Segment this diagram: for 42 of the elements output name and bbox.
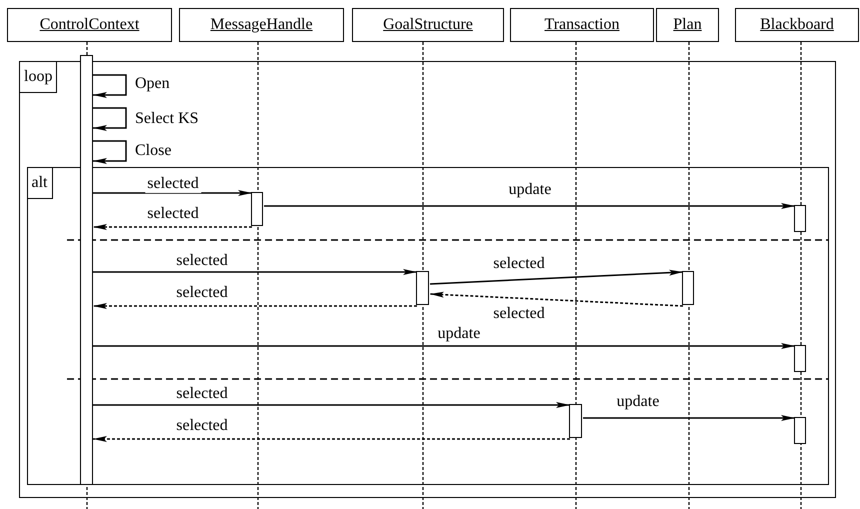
lifeline-head <box>7 8 172 42</box>
object-name: Plan <box>673 15 702 35</box>
fragment-frame <box>19 61 836 498</box>
message-label: update <box>436 325 482 343</box>
message-label: Open <box>133 75 172 93</box>
activation-bar <box>251 192 263 226</box>
message-arrow <box>93 402 570 408</box>
message-arrow <box>264 203 795 209</box>
message-label: selected <box>145 175 201 193</box>
message-arrow <box>430 292 684 307</box>
message-arrow <box>93 190 252 196</box>
message-arrow <box>93 269 417 275</box>
lifeline-head <box>352 8 504 42</box>
message-arrow <box>93 343 795 349</box>
fragment-operator: alt <box>32 174 48 190</box>
object-name: ControlContext <box>40 15 140 35</box>
message-arrow <box>93 303 417 309</box>
object-name: MessageHandle <box>210 15 313 35</box>
fragment-frame <box>26 166 828 484</box>
lifeline-head <box>735 8 859 42</box>
activation-bar <box>682 271 694 305</box>
message-label: update <box>506 181 554 199</box>
object-name: Transaction <box>544 15 620 35</box>
message-label: update <box>614 393 662 411</box>
lifeline-head <box>179 8 344 42</box>
fragment-operator: loop <box>24 68 52 85</box>
message-arrow <box>93 224 252 230</box>
message-arrow <box>93 74 127 98</box>
object-name: Blackboard <box>760 15 834 35</box>
activation-bar <box>794 205 806 232</box>
message-arrow <box>93 107 127 131</box>
activation-bar <box>794 417 806 444</box>
message-arrow <box>430 270 684 285</box>
message-arrow <box>93 436 570 442</box>
activation-bar <box>569 404 582 438</box>
activation-bar <box>416 271 429 305</box>
activation-bar <box>794 345 806 372</box>
message-arrow <box>583 415 795 421</box>
lifeline-head <box>510 8 654 42</box>
object-name: GoalStructure <box>383 15 473 35</box>
message-arrow <box>93 140 127 164</box>
lifeline-head <box>656 8 719 42</box>
